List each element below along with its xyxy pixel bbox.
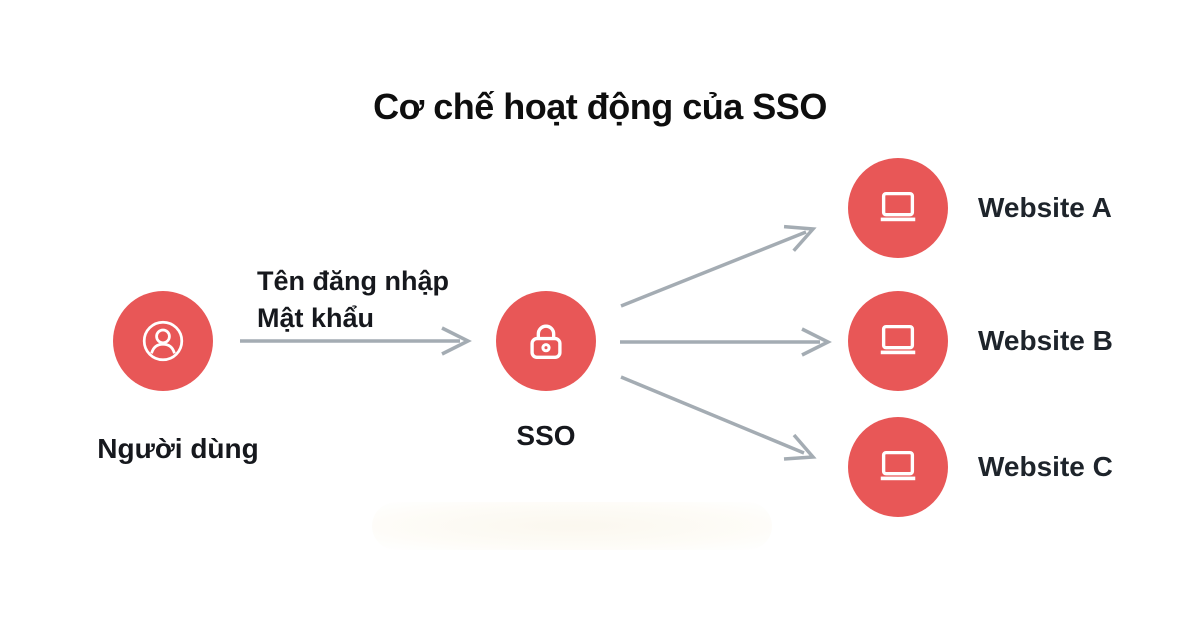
user-node [113, 291, 213, 391]
credentials-line-password: Mật khẩu [257, 303, 375, 333]
website-c-node [848, 417, 948, 517]
watermark-smudge [372, 502, 772, 550]
sso-label: SSO [516, 420, 576, 451]
credentials-text: Tên đăng nhập Mật khẩu [257, 263, 449, 337]
website-b-node [848, 291, 948, 391]
page-title: Cơ chế hoạt động của SSO [373, 86, 827, 127]
website-c-label: Website C [978, 451, 1113, 482]
sso-node [496, 291, 596, 391]
user-circle-icon [142, 320, 184, 362]
laptop-icon [880, 450, 916, 481]
arrow-sso-to-website-c [620, 375, 817, 461]
arrow-sso-to-website-a [620, 224, 817, 308]
laptop-icon [880, 324, 916, 355]
website-a-label: Website A [978, 192, 1112, 223]
arrow-sso-to-website-b [620, 327, 832, 357]
website-a-node [848, 158, 948, 258]
credentials-line-username: Tên đăng nhập [257, 266, 449, 296]
user-label: Người dùng [97, 433, 259, 464]
website-b-label: Website B [978, 325, 1113, 356]
laptop-icon [880, 191, 916, 222]
lock-icon [530, 324, 562, 359]
